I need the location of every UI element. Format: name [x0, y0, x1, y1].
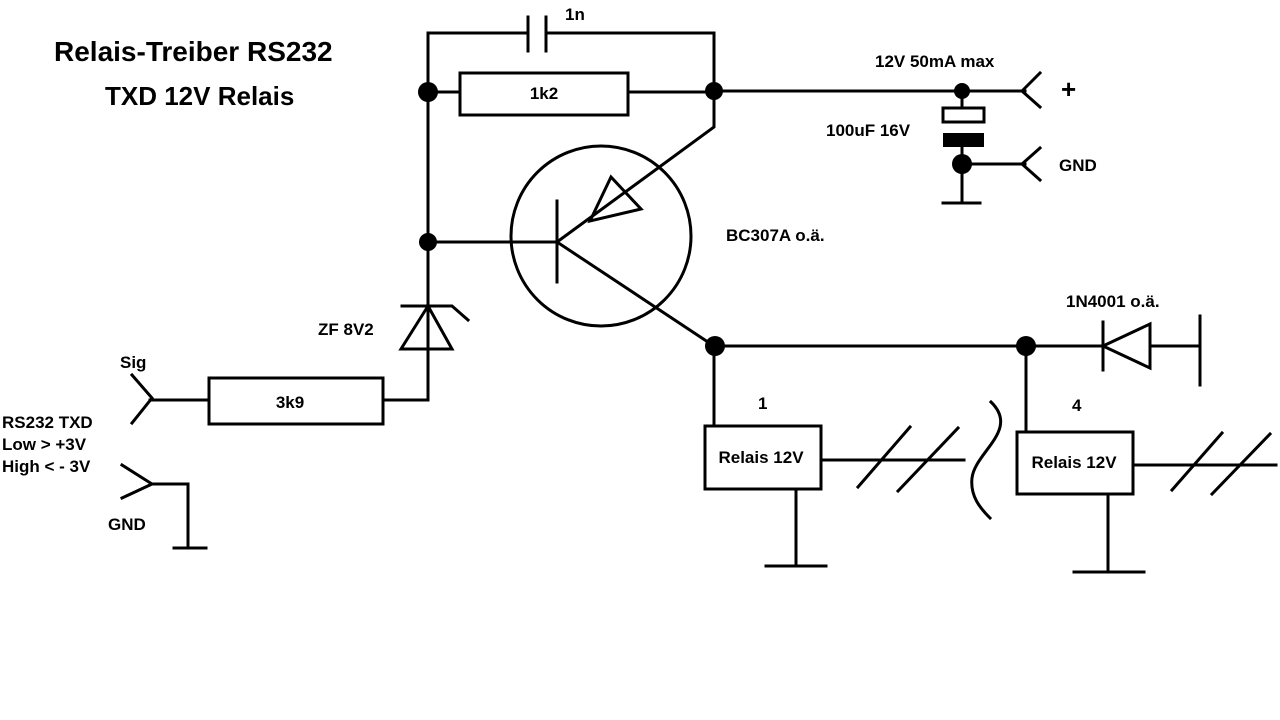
junction-dot: [954, 83, 970, 99]
relay-1: [703, 344, 966, 568]
freewheel-diode-1n4001: [1099, 314, 1202, 387]
sig-label: Sig: [120, 353, 146, 372]
input-note-line1: RS232 TXD: [2, 413, 93, 432]
capacitor-100uf: [941, 89, 1027, 205]
transistor-bc307a: [426, 89, 717, 349]
plus-label: +: [1061, 74, 1076, 104]
relay-4: [1015, 344, 1278, 574]
zener-diode-8v2: [381, 303, 471, 402]
resistor-3k9-label: 3k9: [276, 393, 304, 412]
schematic-title: Relais-Treiber RS232: [54, 36, 333, 67]
zener-label: ZF 8V2: [318, 320, 374, 339]
input-note-line3: High < - 3V: [2, 457, 91, 476]
resistor-1k2-label: 1k2: [530, 84, 558, 103]
input-gnd-label: GND: [108, 515, 146, 534]
junction-dot: [705, 336, 725, 356]
input-note-line2: Low > +3V: [2, 435, 87, 454]
relay-4-label: Relais 12V: [1031, 453, 1117, 472]
supply-gnd-label: GND: [1059, 156, 1097, 175]
junction-dot: [952, 154, 972, 174]
resistor-3k9: [148, 376, 385, 426]
supply-label: 12V 50mA max: [875, 52, 995, 71]
junction-dot: [419, 233, 437, 251]
transistor-label: BC307A o.ä.: [726, 226, 825, 245]
input-gnd-wire: [150, 482, 190, 550]
supply-plus-terminal: [1019, 70, 1043, 110]
relay-4-number: 4: [1072, 396, 1082, 415]
relay-1-number: 1: [758, 394, 767, 413]
junction-dot: [418, 82, 438, 102]
resistor-1k2: [426, 71, 716, 117]
relay-1-label: Relais 12V: [718, 448, 804, 467]
junction-dot: [1016, 336, 1036, 356]
junction-dot: [705, 82, 723, 100]
break-mark: [970, 399, 1003, 521]
capacitor-100uf-label: 100uF 16V: [826, 121, 911, 140]
capacitor-1n: [426, 15, 716, 93]
supply-gnd-terminal: [1019, 145, 1043, 183]
sig-input-terminal: [129, 372, 154, 426]
diode-label: 1N4001 o.ä.: [1066, 292, 1160, 311]
capacitor-1n-label: 1n: [565, 5, 585, 24]
schematic-subtitle: TXD 12V Relais: [105, 81, 294, 111]
gnd-input-terminal: [119, 462, 156, 500]
